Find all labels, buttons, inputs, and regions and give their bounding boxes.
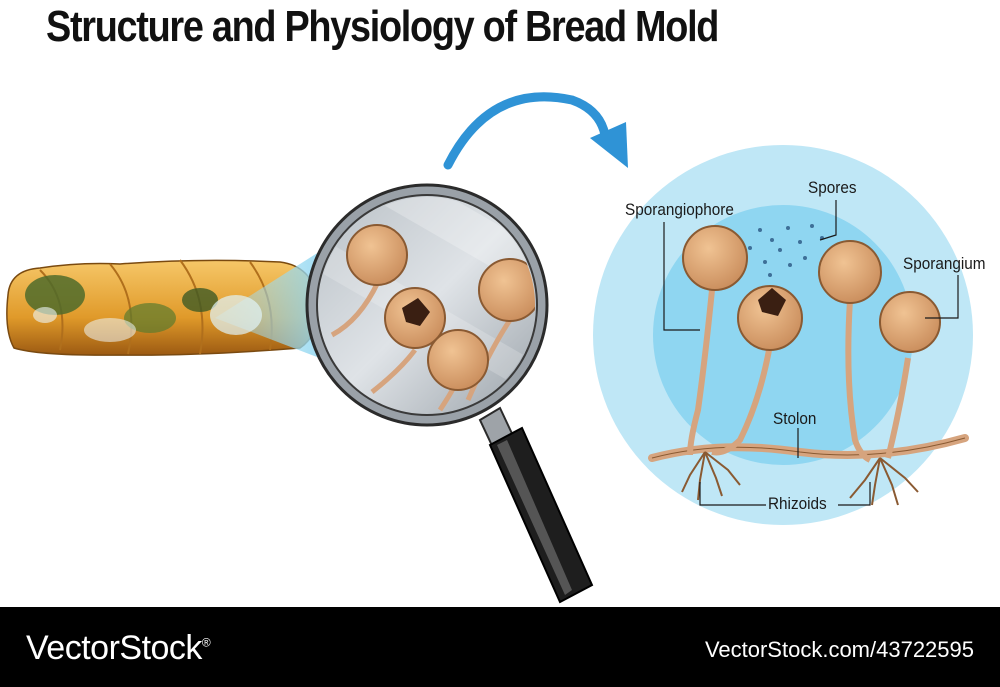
brand-logo: VectorStock® bbox=[26, 629, 211, 668]
spores bbox=[748, 224, 824, 277]
curved-arrow bbox=[443, 92, 628, 170]
mold-patch bbox=[25, 275, 85, 315]
mold-patch bbox=[84, 318, 136, 342]
diagram-artwork bbox=[6, 92, 973, 604]
magnifier-handle bbox=[478, 406, 594, 604]
diagram-title: Structure and Physiology of Bread Mold bbox=[46, 2, 719, 51]
brand-mark: ® bbox=[201, 635, 211, 650]
mold-patch bbox=[124, 303, 176, 333]
label-sporangiophore: Sporangiophore bbox=[625, 200, 734, 219]
footer-bar: VectorStock® VectorStock.com/43722595 bbox=[0, 607, 1000, 687]
label-spores: Spores bbox=[808, 178, 857, 197]
label-stolon: Stolon bbox=[773, 409, 817, 428]
label-sporangium: Sporangium bbox=[903, 254, 986, 273]
mold-patch bbox=[33, 307, 57, 323]
leader-lines bbox=[663, 200, 959, 506]
brand-name: VectorStock bbox=[26, 629, 202, 667]
image-id: VectorStock.com/43722595 bbox=[704, 637, 974, 662]
magnifier-beam bbox=[215, 250, 330, 362]
magnifier-lens bbox=[305, 183, 549, 427]
sporangiophores bbox=[687, 289, 911, 463]
sporangia bbox=[682, 225, 941, 353]
mold-patch bbox=[182, 288, 218, 312]
rhizoids bbox=[681, 451, 919, 506]
label-rhizoids: Rhizoids bbox=[768, 494, 827, 513]
